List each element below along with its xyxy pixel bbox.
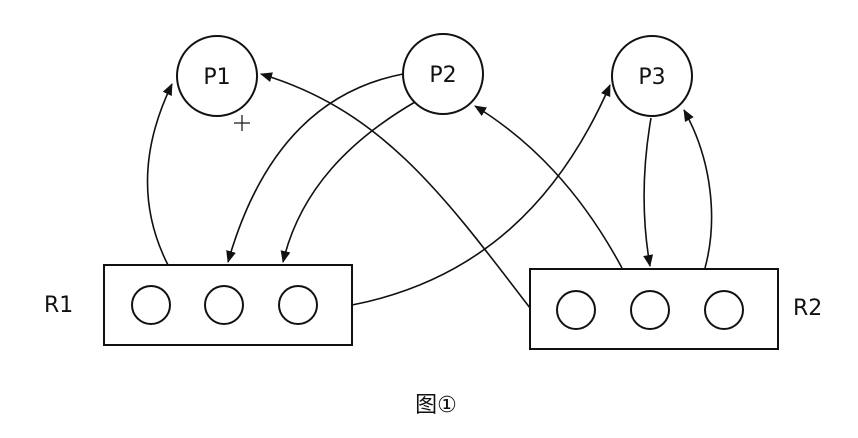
- resource-instance: [204, 285, 244, 325]
- process-p2: P2: [402, 33, 484, 115]
- edge-r2-to-p2: [474, 105, 623, 269]
- process-label: P1: [203, 65, 230, 90]
- process-label: P2: [429, 63, 456, 88]
- figure-caption: 图①: [415, 393, 457, 418]
- edge-r1-to-p1: [146, 83, 173, 266]
- edge-r1-to-p3: [351, 84, 611, 306]
- resource-instance: [556, 290, 596, 330]
- resource-instance: [630, 290, 670, 330]
- resource-label-r2: R2: [793, 296, 822, 321]
- process-circle: [611, 35, 693, 117]
- process-label: P3: [638, 65, 665, 90]
- resource-r1: [103, 264, 353, 346]
- resource-instance: [278, 285, 318, 325]
- process-circle: [176, 35, 258, 117]
- resource-label-r1: R1: [44, 293, 73, 318]
- edge-p2-to-r1-a: [226, 73, 404, 263]
- resource-r2: [529, 268, 779, 350]
- edge-p2-to-r1-b: [280, 101, 416, 263]
- crosshair-cursor-icon: [234, 115, 250, 131]
- resource-instance: [704, 290, 744, 330]
- edges: [146, 72, 713, 309]
- process-p1: P1: [176, 35, 258, 117]
- edge-p3-to-r2: [643, 117, 654, 267]
- process-p3: P3: [611, 35, 693, 117]
- process-circle: [402, 33, 484, 115]
- resource-instance: [131, 285, 171, 325]
- edge-r2-to-p1: [260, 72, 531, 309]
- edge-r2-to-p3: [683, 109, 713, 269]
